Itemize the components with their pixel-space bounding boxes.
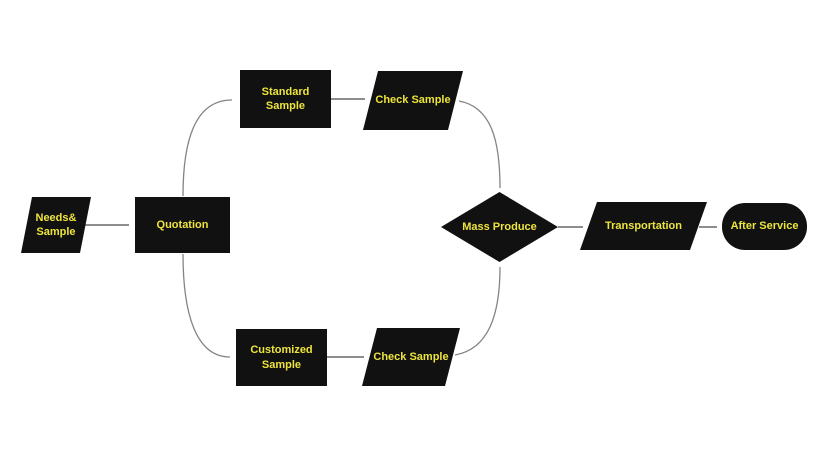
node-check-sample-bottom: Check Sample xyxy=(362,328,460,386)
node-check-sample-top-label: Check Sample xyxy=(375,94,451,107)
node-transportation-label: Transportation xyxy=(604,219,682,232)
node-check-sample-top: Check Sample xyxy=(363,71,463,130)
node-after-service: After Service xyxy=(722,203,807,250)
node-check-sample-bottom-label: Check Sample xyxy=(373,350,449,363)
edge-check-sample-to-mass-produce-top xyxy=(458,100,501,189)
node-after-service-label: After Service xyxy=(730,220,799,233)
node-needs-sample: Needs& Sample xyxy=(21,197,91,253)
node-mass-produce-label: Mass Produce xyxy=(462,220,537,233)
node-needs-sample-label: Needs& Sample xyxy=(35,211,77,238)
node-transportation: Transportation xyxy=(580,202,707,250)
node-quotation: Quotation xyxy=(135,197,230,253)
node-customized-sample-label: Customized Sample xyxy=(250,344,313,371)
node-quotation-label: Quotation xyxy=(156,218,209,231)
edge-check-sample-to-mass-produce-bottom xyxy=(454,266,501,356)
node-standard-sample-label: Standard Sample xyxy=(261,85,310,112)
node-customized-sample: Customized Sample xyxy=(236,329,327,386)
edge-quotation-to-standard-sample xyxy=(182,99,233,197)
edge-quotation-to-customized-sample xyxy=(182,253,231,358)
node-standard-sample: Standard Sample xyxy=(240,70,331,128)
